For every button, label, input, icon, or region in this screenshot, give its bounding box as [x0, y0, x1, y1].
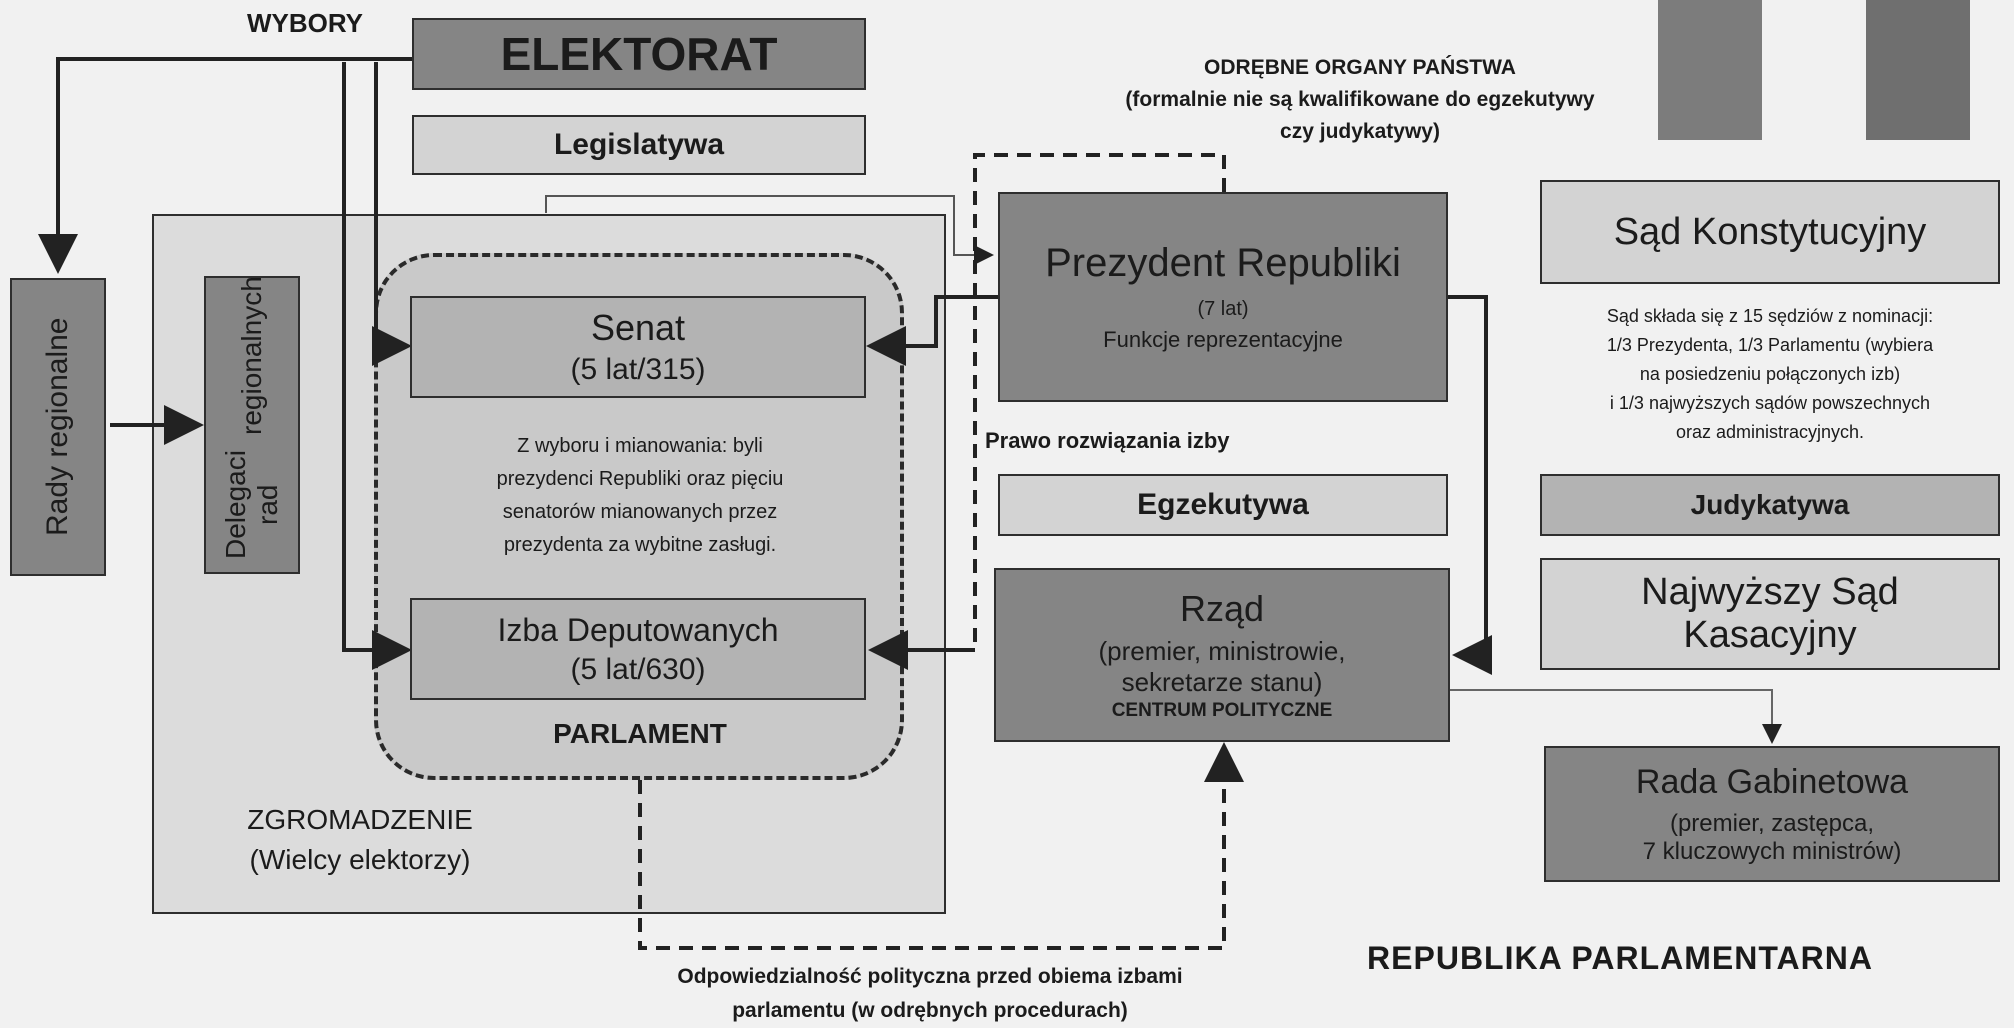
sad-konstytucyjny-box: Sąd Konstytucyjny: [1540, 180, 2000, 284]
prezydent-role: Funkcje reprezentacyjne: [1103, 327, 1343, 352]
senat-note-line4: prezydenta za wybitne zasługi.: [503, 534, 777, 556]
rada-gabinetowa-line1: (premier, zastępca,: [1669, 809, 1875, 837]
elektorat-box: ELEKTORAT: [412, 18, 866, 90]
rada-gabinetowa-box: Rada Gabinetowa (premier, zastępca, 7 kl…: [1544, 746, 2000, 882]
sad-note-line5: oraz administracyjnych.: [1675, 422, 1865, 442]
rzad-center: CENTRUM POLITYCZNE: [1111, 700, 1333, 721]
separate-organs-line2: (formalnie nie są kwalifikowane do egzek…: [1125, 88, 1595, 111]
senat-box: Senat (5 lat/315): [410, 296, 866, 398]
judykatywa-box: Judykatywa: [1540, 474, 2000, 536]
rzad-line1: (premier, ministrowie,: [1098, 636, 1346, 666]
delegaci-box: [204, 276, 300, 574]
sad-note-line4: i 1/3 najwyższych sądów powszechnych: [1609, 393, 1931, 413]
senat-note: Z wyboru i mianowania: byli prezydenci R…: [420, 430, 860, 562]
senat-term: (5 lat/315): [570, 353, 706, 386]
egzekutywa-box: Egzekutywa: [998, 474, 1448, 536]
izba-title: Izba Deputowanych: [497, 611, 779, 648]
prezydent-title: Prezydent Republiki: [1045, 241, 1401, 285]
najwyzszy-sad-box: Najwyższy Sąd Kasacyjny: [1540, 558, 2000, 670]
zgromadzenie-label: ZGROMADZENIE (Wielcy elektorzy): [200, 800, 520, 880]
judykatywa-label: Judykatywa: [1690, 489, 1850, 520]
wybory-label: WYBORY: [246, 8, 364, 38]
zgromadzenie-line1: ZGROMADZENIE: [247, 804, 473, 835]
separate-organs-text: ODRĘBNE ORGANY PAŃSTWA (formalnie nie są…: [1070, 52, 1650, 148]
sad-note: Sąd składa się z 15 sędziów z nominacji:…: [1520, 302, 2014, 447]
rzad-title: Rząd: [1179, 588, 1265, 629]
zgromadzenie-line2: (Wielcy elektorzy): [249, 844, 471, 875]
sad-note-line1: Sąd składa się z 15 sędziów z nominacji:: [1606, 306, 1934, 326]
rada-gabinetowa-title: Rada Gabinetowa: [1635, 762, 1909, 801]
responsibility-line1: Odpowiedzialność polityczna przed obiema…: [677, 965, 1183, 988]
senat-title: Senat: [590, 307, 686, 348]
flag-bar-left: [1658, 0, 1762, 140]
rzad-box: Rząd (premier, ministrowie, sekretarze s…: [994, 568, 1450, 742]
egzekutywa-label: Egzekutywa: [1137, 488, 1309, 521]
legislatywa-box: Legislatywa: [412, 115, 866, 175]
delegaci-line1: Delegaci rad: [220, 449, 283, 559]
prezydent-term: (7 lat): [1197, 298, 1249, 320]
senat-note-line1: Z wyboru i mianowania: byli: [517, 435, 763, 457]
najwyzszy-line1: Najwyższy Sąd: [1641, 571, 1899, 613]
delegaci-line2: regionalnych: [236, 276, 267, 435]
prezydent-box: Prezydent Republiki (7 lat) Funkcje repr…: [998, 192, 1448, 402]
dissolution-label: Prawo rozwiązania izby: [985, 428, 1230, 453]
sad-konstytucyjny-label: Sąd Konstytucyjny: [1613, 210, 1927, 253]
rzad-line2: sekretarze stanu): [1121, 667, 1323, 697]
flag-bar-right: [1866, 0, 1970, 140]
senat-note-line2: prezydenci Republiki oraz pięciu: [496, 468, 784, 490]
senat-note-line3: senatorów mianowanych przez: [502, 501, 778, 523]
izba-box: Izba Deputowanych (5 lat/630): [410, 598, 866, 700]
sad-note-line2: 1/3 Prezydenta, 1/3 Parlamentu (wybiera: [1606, 335, 1934, 355]
separate-organs-line1: ODRĘBNE ORGANY PAŃSTWA: [1204, 56, 1516, 79]
responsibility-text: Odpowiedzialność polityczna przed obiema…: [600, 960, 1260, 1028]
rada-gabinetowa-line2: 7 kluczowych ministrów): [1642, 837, 1902, 865]
legislatywa-label: Legislatywa: [553, 128, 725, 161]
najwyzszy-line2: Kasacyjny: [1683, 614, 1857, 656]
sad-note-line3: na posiedzeniu połączonych izb): [1639, 364, 1901, 384]
elektorat-label: ELEKTORAT: [500, 28, 778, 80]
parlament-label: PARLAMENT: [553, 718, 727, 749]
delegaci-label: Delegaci rad regionalnych: [204, 276, 300, 574]
izba-term: (5 lat/630): [570, 652, 706, 686]
footer-title: REPUBLIKA PARLAMENTARNA: [1367, 940, 1873, 976]
responsibility-line2: parlamentu (w odrębnych procedurach): [732, 999, 1128, 1022]
rady-regionalne-label: Rady regionalne: [41, 317, 74, 537]
separate-organs-line3: czy judykatywy): [1280, 120, 1440, 143]
rady-regionalne-box: [10, 278, 106, 576]
